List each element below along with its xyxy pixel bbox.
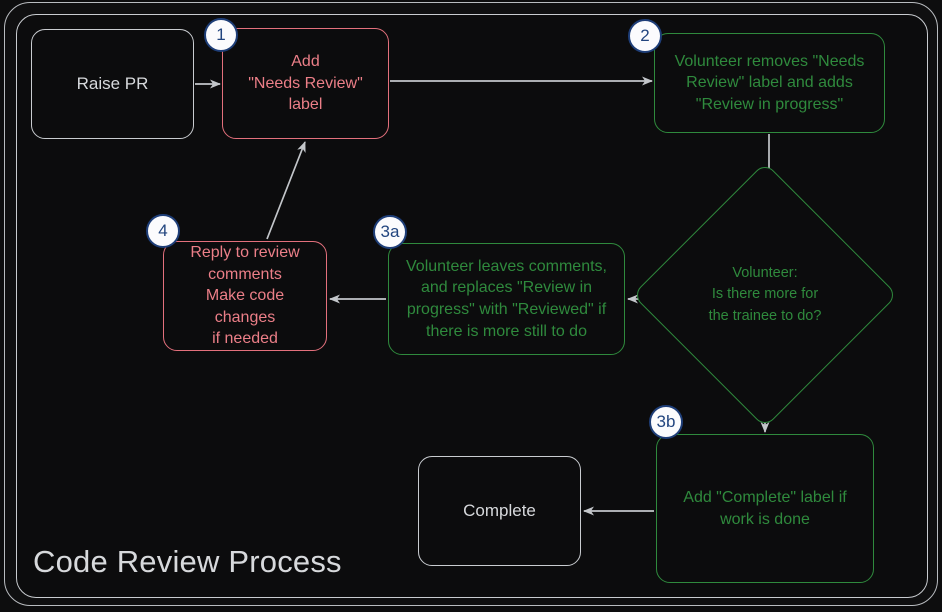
step-badge-3b[interactable]: 3b (649, 405, 683, 439)
node-complete-label: Complete (463, 500, 536, 520)
diagram-title: Code Review Process (33, 544, 342, 579)
node-volunteer-comments[interactable]: Volunteer leaves comments, and replaces … (388, 243, 625, 355)
step-badge-4-text: 4 (158, 221, 168, 240)
node-reply-to-review[interactable]: Reply to review comments Make code chang… (163, 241, 327, 351)
step-badge-4[interactable]: 4 (146, 214, 180, 248)
node-volunteer-takes-review[interactable]: Volunteer removes "Needs Review" label a… (654, 33, 885, 133)
step-badge-3a[interactable]: 3a (373, 215, 407, 249)
node-raise-pr[interactable]: Raise PR (31, 29, 194, 139)
node-decision-more-work-label: Volunteer: Is there more for the trainee… (708, 265, 822, 324)
node-raise-pr-label: Raise PR (76, 73, 149, 93)
node-add-complete-label[interactable]: Add "Complete" label if work is done (656, 434, 874, 583)
node-add-complete-label-label: Add "Complete" label if work is done (683, 488, 847, 528)
node-complete[interactable]: Complete (418, 456, 581, 566)
node-add-needs-review-label: Add "Needs Review" label (248, 53, 363, 114)
node-volunteer-comments-label: Volunteer leaves comments, and replaces … (406, 257, 607, 340)
step-badge-1-text: 1 (216, 25, 226, 44)
step-badge-3a-text: 3a (380, 222, 400, 241)
node-volunteer-takes-review-label: Volunteer removes "Needs Review" label a… (674, 52, 865, 113)
step-badge-2-text: 2 (640, 26, 650, 45)
node-reply-to-review-label: Reply to review comments Make code chang… (190, 244, 300, 348)
step-badge-2[interactable]: 2 (628, 19, 662, 53)
node-decision-more-work[interactable]: Volunteer: Is there more for the trainee… (632, 162, 898, 428)
node-add-needs-review[interactable]: Add "Needs Review" label (222, 28, 389, 139)
step-badge-1[interactable]: 1 (204, 18, 238, 52)
step-badge-3b-text: 3b (656, 412, 676, 431)
